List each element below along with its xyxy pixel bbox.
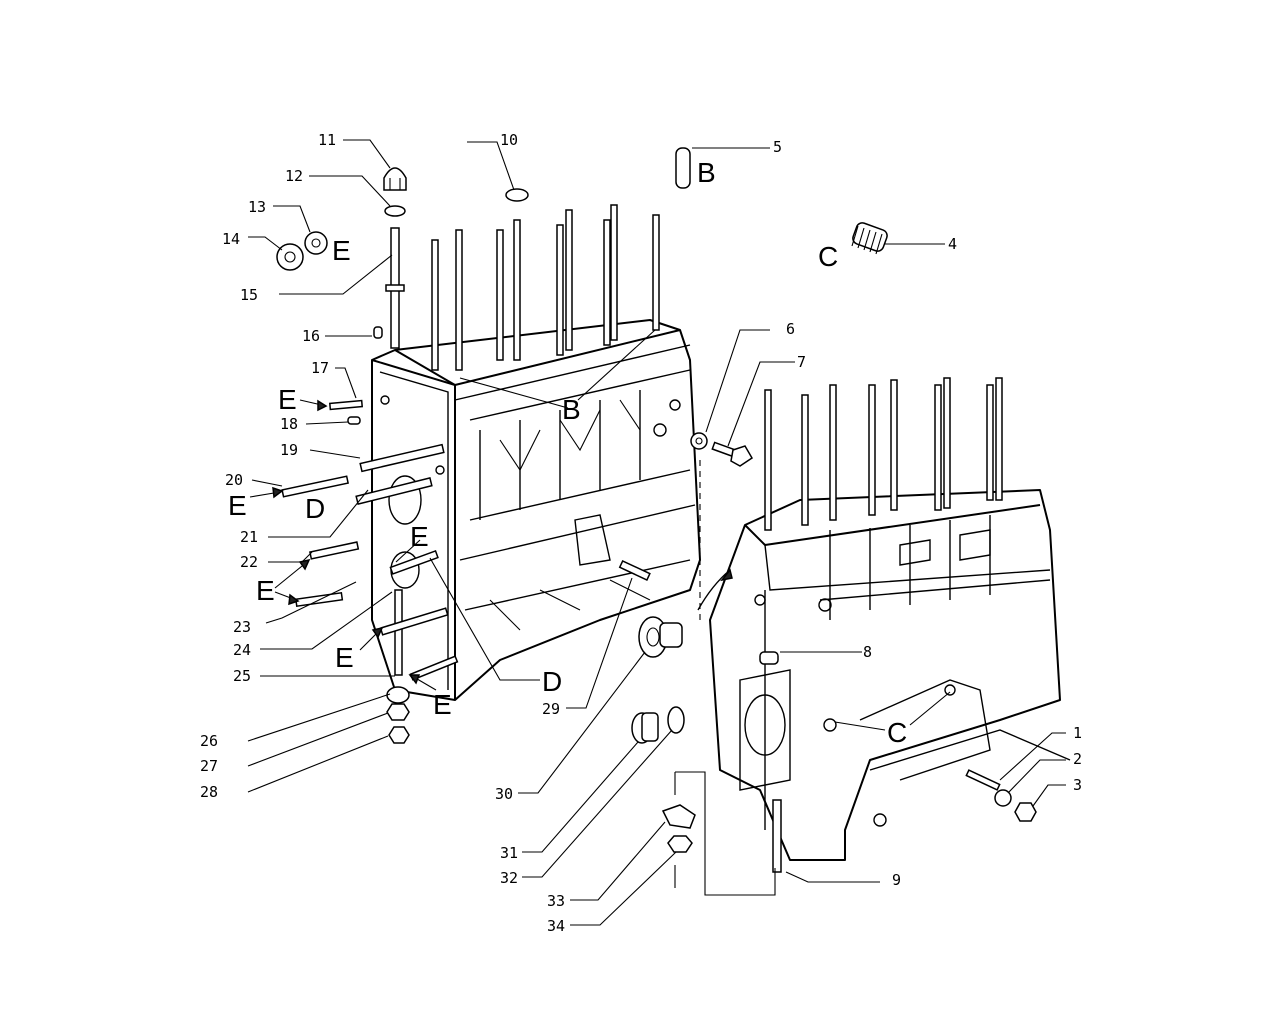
callout-26: 26 xyxy=(200,732,218,750)
letter-e-low: E xyxy=(433,689,452,720)
part-19-stud xyxy=(359,443,445,473)
callout-9: 9 xyxy=(892,871,901,889)
callout-25: 25 xyxy=(233,667,251,685)
callout-32: 32 xyxy=(500,869,518,887)
part-16-dowel xyxy=(373,326,383,339)
part-3-nut xyxy=(1014,802,1037,822)
letter-e-part25: E xyxy=(335,642,354,673)
callout-numbers: 1 2 3 4 5 6 7 8 9 10 11 12 13 14 15 16 1… xyxy=(200,131,1082,935)
callout-1: 1 xyxy=(1073,724,1082,742)
head-studs-right xyxy=(764,377,1003,531)
part-27-nut xyxy=(386,703,410,721)
part-17-stud xyxy=(328,399,364,411)
head-studs-left xyxy=(431,204,660,371)
callout-8: 8 xyxy=(863,643,872,661)
part-29-stud xyxy=(618,559,651,581)
letter-e-part20: E xyxy=(228,490,247,521)
part-24-stud xyxy=(389,550,439,575)
part-18-pin xyxy=(347,416,361,425)
callout-30: 30 xyxy=(495,785,513,803)
callout-13: 13 xyxy=(248,198,266,216)
callout-11: 11 xyxy=(318,131,336,149)
callout-10: 10 xyxy=(500,131,518,149)
callout-16: 16 xyxy=(302,327,320,345)
callout-24: 24 xyxy=(233,641,251,659)
part-22-stud xyxy=(309,541,360,560)
letter-e-part13: E xyxy=(332,235,351,266)
part-12-washer xyxy=(384,205,406,217)
letter-c-part4: C xyxy=(818,241,838,272)
part-30-bushing xyxy=(638,616,683,658)
part-33-flange xyxy=(661,804,696,829)
callout-28: 28 xyxy=(200,783,218,801)
callout-5: 5 xyxy=(773,138,782,156)
callout-7: 7 xyxy=(797,353,806,371)
letter-e-part22: E xyxy=(256,575,275,606)
part-25-stud xyxy=(379,607,449,636)
part-31-plug xyxy=(631,712,659,744)
callout-33: 33 xyxy=(547,892,565,910)
part-32-washer xyxy=(667,706,685,734)
part-4-threaded-plug xyxy=(851,222,888,255)
part-10-washer xyxy=(505,188,529,202)
callout-4: 4 xyxy=(948,235,957,253)
part-34-nut xyxy=(667,835,693,853)
engine-block-left xyxy=(371,319,701,701)
letter-c-block: C xyxy=(887,717,907,748)
callout-18: 18 xyxy=(280,415,298,433)
leader-lines xyxy=(247,139,1066,926)
callout-17: 17 xyxy=(311,359,329,377)
letter-e-part17: E xyxy=(278,384,297,415)
part-2-washer xyxy=(994,789,1012,807)
letter-d-part20: D xyxy=(305,493,325,524)
letter-b-block: B xyxy=(562,394,581,425)
callout-23: 23 xyxy=(233,618,251,636)
part-28-nut xyxy=(388,726,410,744)
part-26-washer xyxy=(386,686,410,704)
callout-12: 12 xyxy=(285,167,303,185)
callout-21: 21 xyxy=(240,528,258,546)
callout-20: 20 xyxy=(225,471,243,489)
callout-6: 6 xyxy=(786,320,795,338)
letter-markers: B B C C E E E E E E E D D xyxy=(228,157,907,748)
callout-19: 19 xyxy=(280,441,298,459)
part-14-nut xyxy=(276,243,304,271)
part-5-dowel xyxy=(675,147,691,189)
letter-d-block: D xyxy=(542,666,562,697)
e-marker-arrows xyxy=(249,399,437,691)
callout-3: 3 xyxy=(1073,776,1082,794)
engine-block-right xyxy=(709,489,1071,861)
letter-e-mid: E xyxy=(410,521,429,552)
callout-14: 14 xyxy=(222,230,240,248)
callout-29: 29 xyxy=(542,700,560,718)
part-1-stud xyxy=(965,769,1001,791)
callout-22: 22 xyxy=(240,553,258,571)
callout-27: 27 xyxy=(200,757,218,775)
part-13-washer xyxy=(304,231,328,255)
callout-34: 34 xyxy=(547,917,565,935)
callout-2: 2 xyxy=(1073,750,1082,768)
callout-15: 15 xyxy=(240,286,258,304)
part-7-bolt xyxy=(711,441,754,467)
part-15-stud xyxy=(385,227,405,349)
part-20-stud xyxy=(281,475,350,498)
part-8-pin xyxy=(759,651,779,665)
part-11-cap-nut xyxy=(383,167,407,191)
part-6-washer xyxy=(690,432,708,450)
part-9-stud xyxy=(772,799,782,873)
callout-31: 31 xyxy=(500,844,518,862)
link-arrow-head xyxy=(720,568,733,582)
part-24-vertical-stud xyxy=(394,589,403,676)
part-21-stud xyxy=(355,477,433,505)
letter-b-part5: B xyxy=(697,157,716,188)
